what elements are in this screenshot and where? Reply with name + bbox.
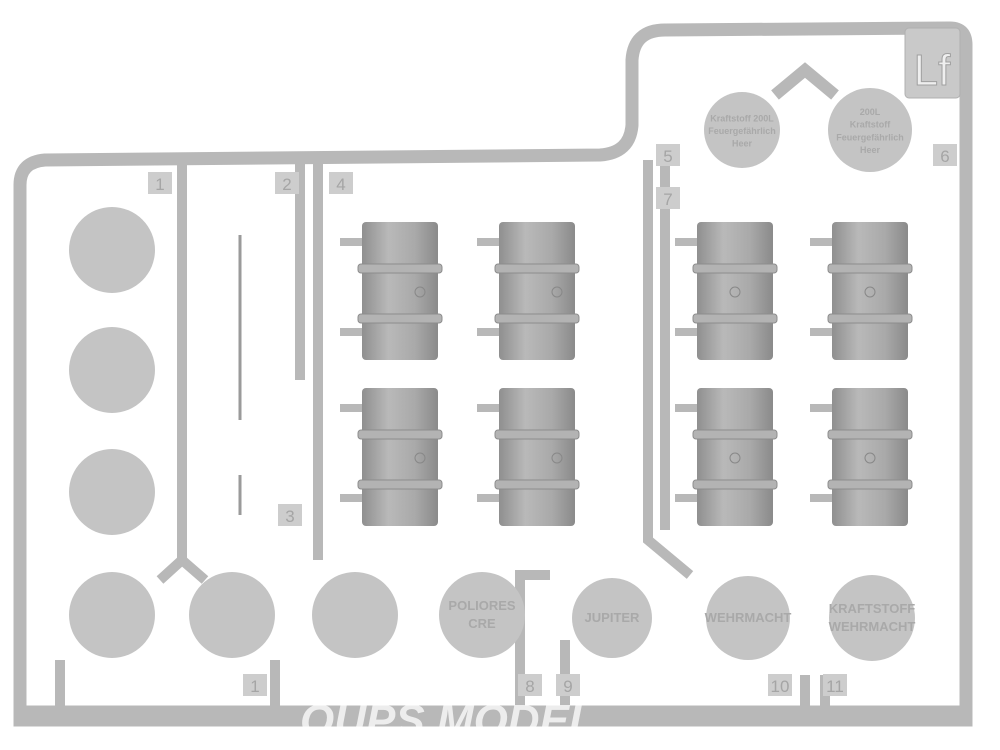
fuel-drum xyxy=(810,388,913,526)
disc-label-text: Heer xyxy=(732,139,753,149)
fuel-drum xyxy=(810,222,913,360)
sprue-letter: Lf xyxy=(914,46,951,95)
part-number-tag: 4 xyxy=(329,172,353,194)
part-number: 11 xyxy=(826,677,844,696)
part-number-tag: 10 xyxy=(768,674,792,696)
disc-label-text: JUPITER xyxy=(585,610,641,625)
part-number: 9 xyxy=(563,677,572,696)
fuel-drum xyxy=(675,388,778,526)
disc-label-text: WEHRMACHT xyxy=(829,619,916,634)
label-disc: KRAFTSTOFF WEHRMACHT xyxy=(829,575,916,661)
label-disc: JUPITER xyxy=(572,578,652,658)
sprue-letter-tag: Lf xyxy=(904,27,961,99)
part-number: 7 xyxy=(663,190,672,209)
part-number: 1 xyxy=(250,677,259,696)
disc-label-text: Heer xyxy=(860,145,881,155)
disc-label-text: Kraftstoff 200L xyxy=(710,113,774,123)
blank-disc xyxy=(69,327,155,413)
part-number-tag: 7 xyxy=(656,187,680,209)
part-number-tag: 2 xyxy=(275,172,299,194)
fuel-drum xyxy=(340,388,443,526)
part-number-tag: 11 xyxy=(823,674,847,696)
part-number-tag: 6 xyxy=(933,144,957,166)
part-number-tag: 1 xyxy=(148,172,172,194)
fuel-drum xyxy=(477,388,580,526)
fuel-drum xyxy=(340,222,443,360)
disc-label-text: WEHRMACHT xyxy=(705,610,792,625)
part-number: 4 xyxy=(336,175,345,194)
disc-label-text: Kraftstoff xyxy=(850,120,891,130)
watermark: OUPS MODEL xyxy=(300,696,596,745)
part-number-tag: 1 xyxy=(243,674,267,696)
disc-label-text: Feuergefährlich xyxy=(836,132,904,142)
disc-label-text: Feuergefährlich xyxy=(708,126,776,136)
part-number-tag: 8 xyxy=(518,674,542,696)
part-number: 1 xyxy=(155,175,164,194)
part-number: 8 xyxy=(525,677,534,696)
disc-label-text: POLIORES xyxy=(448,598,516,613)
fuel-drum xyxy=(477,222,580,360)
part-number: 10 xyxy=(771,677,790,696)
part-number-tag: 5 xyxy=(656,144,680,166)
part-number: 2 xyxy=(282,175,291,194)
label-disc: POLIORES CRE xyxy=(439,572,525,658)
part-number: 3 xyxy=(285,507,294,526)
blank-disc xyxy=(312,572,398,658)
part-number-tag: 3 xyxy=(278,504,302,526)
disc-label-text: KRAFTSTOFF xyxy=(829,601,915,616)
disc-label-text: 200L xyxy=(860,107,881,117)
disc-label-text: CRE xyxy=(468,616,496,631)
fuel-drum xyxy=(675,222,778,360)
part-number: 6 xyxy=(940,147,949,166)
label-disc: WEHRMACHT xyxy=(705,576,792,660)
blank-disc xyxy=(69,572,155,658)
part-number-tag: 9 xyxy=(556,674,580,696)
blank-disc xyxy=(189,572,275,658)
blank-disc xyxy=(69,207,155,293)
blank-disc xyxy=(69,449,155,535)
part-number: 5 xyxy=(663,147,672,166)
